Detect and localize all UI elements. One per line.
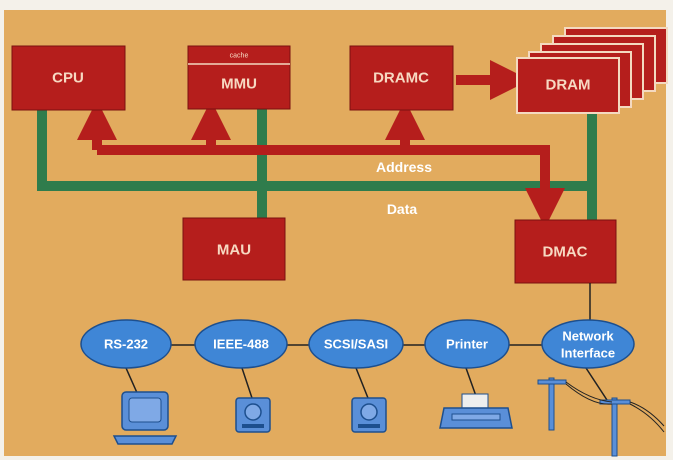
dramc-block: DRAMC <box>349 45 454 111</box>
dram-block: DRAM <box>516 57 620 114</box>
mau-label: MAU <box>217 242 251 259</box>
disk-drive-icon <box>351 397 387 433</box>
address-bus-label: Address <box>376 159 432 175</box>
address-bus <box>77 60 565 228</box>
mau-block: MAU <box>182 217 286 281</box>
cpu-label: CPU <box>52 70 84 87</box>
printer-icon <box>439 393 513 429</box>
port-printer-label: Printer <box>446 337 488 352</box>
dmac-block: DMAC <box>514 219 617 284</box>
utility-pole-icon <box>537 377 665 457</box>
port-printer: Printer <box>424 319 510 369</box>
port-network-label-2: Interface <box>561 346 615 361</box>
instrument-icon <box>235 397 271 433</box>
port-ieee488: IEEE-488 <box>194 319 288 369</box>
mmu-cache-label: cache <box>230 53 249 60</box>
data-bus <box>37 107 597 227</box>
dram-label: DRAM <box>546 77 591 94</box>
dramc-label: DRAMC <box>373 70 429 87</box>
terminal-icon <box>112 391 178 445</box>
device-wires <box>125 367 608 401</box>
port-scsi: SCSI/SASI <box>308 319 404 369</box>
port-rs232: RS-232 <box>80 319 172 369</box>
cpu-block: CPU <box>11 45 126 111</box>
port-network-interface: Network Interface <box>541 319 635 369</box>
mmu-block: cache MMU <box>187 45 291 110</box>
data-bus-label: Data <box>387 201 418 217</box>
mmu-label: MMU <box>221 76 257 93</box>
port-scsi-label: SCSI/SASI <box>324 337 388 352</box>
port-ieee488-label: IEEE-488 <box>213 337 269 352</box>
dmac-label: DMAC <box>543 244 588 261</box>
port-network-label-1: Network <box>562 329 614 344</box>
port-rs232-label: RS-232 <box>104 337 148 352</box>
